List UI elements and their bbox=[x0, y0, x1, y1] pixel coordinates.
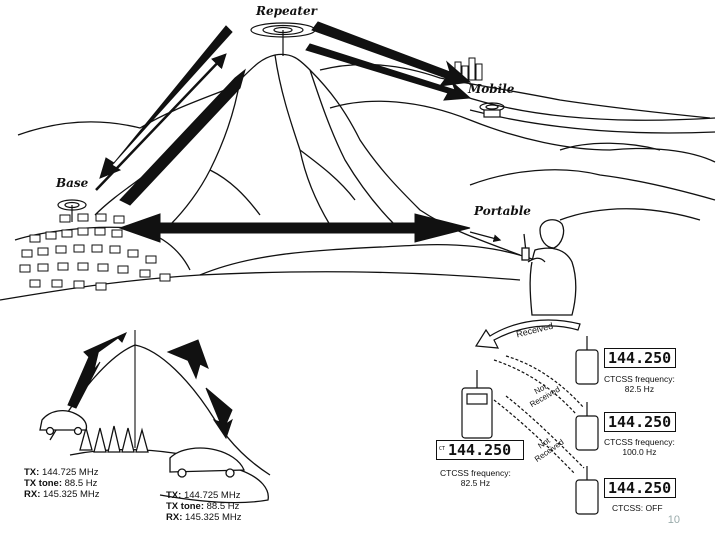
radio-1-frequency: 144.250 bbox=[608, 349, 672, 367]
radio-3-frequency: 144.250 bbox=[608, 479, 672, 497]
tx-value: 144.725 MHz bbox=[183, 490, 241, 501]
tone-label: TX tone: bbox=[24, 478, 62, 489]
base-antenna bbox=[57, 199, 87, 222]
repeater-hill-scene bbox=[39, 330, 271, 504]
radio-1-caption: CTCSS frequency: 82.5 Hz bbox=[604, 374, 675, 394]
mountain-scene bbox=[0, 53, 716, 301]
mobile-label: Mobile bbox=[468, 82, 515, 96]
tone-value: 88.5 Hz bbox=[206, 501, 240, 512]
tx-label: TX: bbox=[166, 490, 182, 501]
radio-3-display: 144.250 bbox=[604, 478, 676, 498]
rx-value: 145.325 MHz bbox=[185, 512, 242, 523]
mobile-antenna bbox=[479, 102, 505, 118]
slide-number: 10 bbox=[667, 514, 680, 526]
tone-value: 88.5 Hz bbox=[64, 478, 98, 489]
signal-arrows-top bbox=[95, 21, 502, 243]
left-frequency: 144.250 bbox=[448, 441, 512, 459]
rx-label: RX: bbox=[166, 512, 183, 523]
portable-person bbox=[521, 219, 577, 316]
ctcss-scene bbox=[461, 319, 599, 515]
tx-label: TX: bbox=[24, 467, 40, 478]
repeater-tower bbox=[250, 22, 316, 56]
signal-arrows-bottom-left bbox=[67, 332, 233, 440]
tx-value: 144.725 MHz bbox=[41, 467, 99, 478]
base-label: Base bbox=[56, 176, 89, 190]
radio-1-display: 144.250 bbox=[604, 348, 676, 368]
tx-block-right: TX: 144.725 MHz TX tone: 88.5 Hz RX: 145… bbox=[166, 490, 242, 523]
rx-value: 145.325 MHz bbox=[43, 489, 100, 500]
radio-2-display: 144.250 bbox=[604, 412, 676, 432]
rx-label: RX: bbox=[24, 489, 41, 500]
portable-label: Portable bbox=[474, 204, 531, 218]
left-radio-display: CT 144.250 bbox=[436, 440, 524, 460]
radio-2-caption: CTCSS frequency: 100.0 Hz bbox=[604, 437, 675, 457]
ct-tag: CT bbox=[439, 446, 446, 452]
tx-block-left: TX: 144.725 MHz TX tone: 88.5 Hz RX: 145… bbox=[24, 467, 100, 500]
town bbox=[19, 213, 171, 291]
radio-2-frequency: 144.250 bbox=[608, 413, 672, 431]
repeater-label: Repeater bbox=[256, 4, 317, 18]
radio-3-caption: CTCSS: OFF bbox=[612, 503, 663, 513]
left-ctcss-caption: CTCSS frequency: 82.5 Hz bbox=[440, 468, 511, 488]
tone-label: TX tone: bbox=[166, 501, 204, 512]
